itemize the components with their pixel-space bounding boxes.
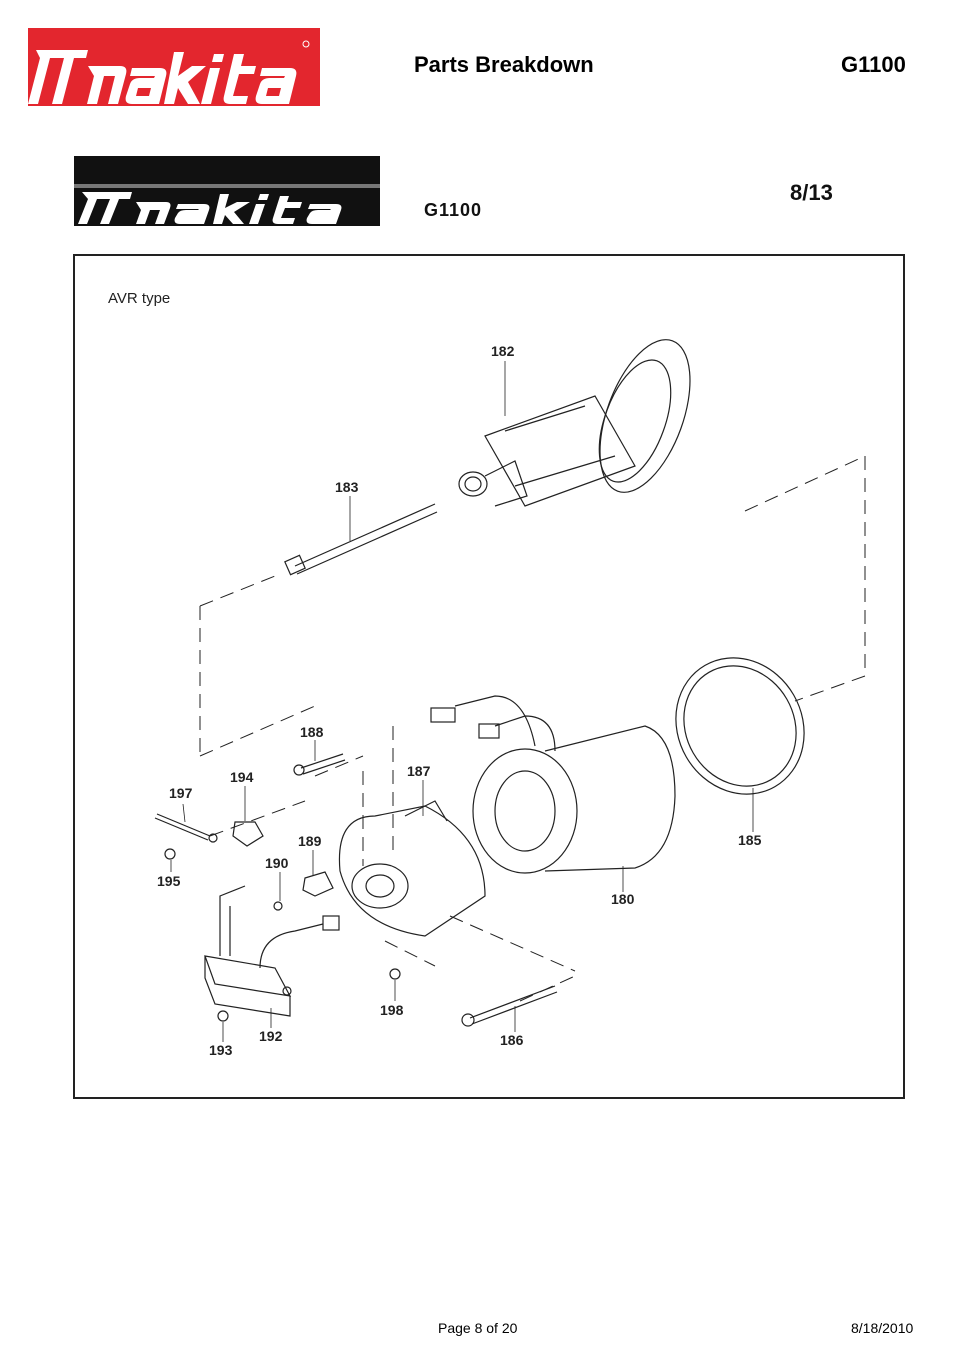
callout-185: 185 bbox=[738, 832, 762, 848]
callout-187: 187 bbox=[407, 763, 431, 779]
callout-198: 198 bbox=[380, 1002, 404, 1018]
callout-180: 180 bbox=[611, 891, 635, 907]
exploded-parts-diagram: 182 183 188 194 187 197 189 190 195 185 … bbox=[154, 339, 866, 1058]
end-bracket-part bbox=[338, 800, 486, 937]
callout-190: 190 bbox=[265, 855, 289, 871]
footer-date: 8/18/2010 bbox=[851, 1320, 914, 1336]
model-number: G1100 bbox=[841, 52, 906, 77]
callout-182: 182 bbox=[491, 343, 515, 359]
callout-195: 195 bbox=[157, 873, 181, 889]
section-label: AVR type bbox=[108, 290, 171, 307]
makita-logo bbox=[28, 28, 320, 106]
callout-197: 197 bbox=[169, 785, 193, 801]
callout-189: 189 bbox=[298, 833, 322, 849]
page-title: Parts Breakdown bbox=[414, 52, 594, 77]
diagram-model-number: G1100 bbox=[424, 200, 483, 220]
rotor-part bbox=[458, 339, 691, 507]
through-bolt-183 bbox=[294, 503, 438, 575]
callout-192: 192 bbox=[259, 1028, 283, 1044]
callout-186: 186 bbox=[500, 1032, 524, 1048]
callout-188: 188 bbox=[300, 724, 324, 740]
avr-part bbox=[204, 885, 340, 1017]
stator-part bbox=[430, 695, 676, 874]
diagram-page-number: 8/13 bbox=[790, 180, 833, 205]
callout-193: 193 bbox=[209, 1042, 233, 1058]
callout-183: 183 bbox=[335, 479, 359, 495]
footer-page-number: Page 8 of 20 bbox=[438, 1320, 518, 1336]
makita-logo-scanned bbox=[74, 156, 380, 226]
ring-part bbox=[675, 657, 805, 795]
callout-194: 194 bbox=[230, 769, 254, 785]
diagram-frame bbox=[73, 254, 905, 1099]
